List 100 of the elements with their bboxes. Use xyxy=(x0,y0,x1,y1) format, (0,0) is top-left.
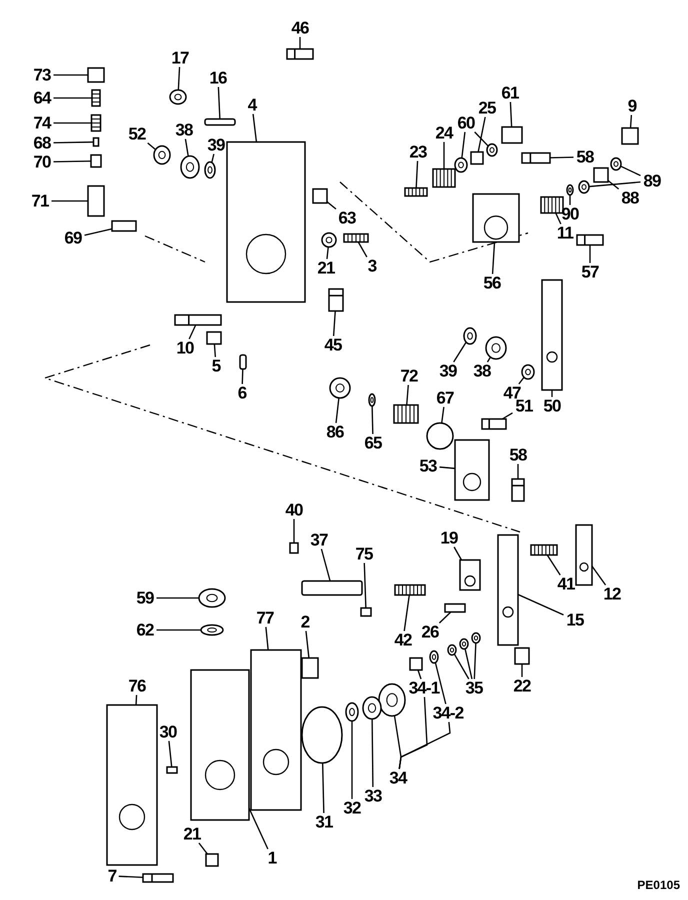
washer-ring xyxy=(204,161,216,179)
block-part xyxy=(90,154,102,168)
plate-part xyxy=(497,534,519,646)
callout-number: 58 xyxy=(509,446,527,464)
leader-line xyxy=(588,181,641,188)
spring-coil xyxy=(343,233,369,243)
callout-number: 34-1 xyxy=(408,680,440,696)
leader-line xyxy=(320,548,331,582)
drawing-code: PE0105 xyxy=(637,877,680,894)
block-part xyxy=(111,220,137,232)
callout-number: 2 xyxy=(300,614,310,630)
leader-line xyxy=(474,132,489,147)
pin-part xyxy=(204,118,236,126)
leader-line xyxy=(53,160,92,162)
leader-line xyxy=(364,562,366,608)
leader-line xyxy=(156,597,199,599)
leader-line xyxy=(54,97,92,99)
callout-number: 1 xyxy=(268,850,276,866)
leader-line xyxy=(454,546,462,560)
leader-line xyxy=(404,594,410,632)
leader-line xyxy=(322,762,324,814)
callout-number: 10 xyxy=(176,340,194,356)
washer-ring xyxy=(345,702,359,722)
leader-line xyxy=(265,626,269,650)
callout-number: 15 xyxy=(566,612,584,628)
leader-line xyxy=(248,808,268,850)
callout-number: 90 xyxy=(561,206,579,222)
leader-line xyxy=(398,722,451,770)
leader-line xyxy=(211,154,214,163)
callout-number: 30 xyxy=(159,724,177,740)
callout-number: 89 xyxy=(643,172,661,190)
spring-coil xyxy=(432,168,456,188)
leader-line xyxy=(517,464,519,479)
leader-line xyxy=(184,138,189,156)
block-part xyxy=(444,603,466,613)
spring-coil xyxy=(393,404,419,424)
washer-ring xyxy=(463,327,477,345)
callout-number: 39 xyxy=(439,362,457,380)
bolt-part xyxy=(576,234,604,246)
leader-line xyxy=(242,368,244,384)
callout-number: 12 xyxy=(603,586,621,602)
callout-number: 21 xyxy=(183,826,201,842)
block-part xyxy=(360,607,372,617)
leader-line xyxy=(305,630,310,658)
block-part xyxy=(409,657,423,671)
bolt-part xyxy=(521,152,551,164)
leader-line xyxy=(502,412,513,420)
spring-coil xyxy=(394,584,426,596)
leader-line xyxy=(453,342,467,362)
leader-line xyxy=(441,406,444,424)
callout-number: 56 xyxy=(483,274,501,292)
plate-part xyxy=(472,193,520,243)
leader-line xyxy=(464,648,473,680)
leader-line xyxy=(406,384,409,406)
leader-line xyxy=(486,356,491,362)
leader-line xyxy=(118,876,144,878)
leader-line xyxy=(299,37,301,49)
plate-part xyxy=(250,649,302,811)
callout-number: 17 xyxy=(171,50,189,66)
leader-line xyxy=(147,142,156,150)
callout-number: 72 xyxy=(400,368,418,384)
block-part xyxy=(312,188,328,204)
washer-ring xyxy=(454,157,468,173)
pin-part xyxy=(301,580,363,596)
leader-line xyxy=(510,102,512,128)
leader-line xyxy=(439,466,456,470)
leader-line xyxy=(454,654,470,680)
callout-number: 60 xyxy=(457,114,475,132)
washer-ring xyxy=(578,180,590,194)
plate-part xyxy=(459,559,481,591)
washer-ring xyxy=(459,638,469,650)
callout-number: 34 xyxy=(389,770,407,786)
leader-line xyxy=(551,390,553,397)
callout-number: 19 xyxy=(440,530,458,546)
plate-part xyxy=(106,704,158,866)
callout-number: 61 xyxy=(501,84,519,102)
leader-line xyxy=(326,246,329,260)
block-part xyxy=(166,766,178,774)
leader-line xyxy=(630,114,632,128)
callout-number: 35 xyxy=(465,680,483,696)
block-part xyxy=(501,126,523,144)
leader-line xyxy=(351,721,353,799)
washer-ring xyxy=(329,377,351,399)
callout-number: 88 xyxy=(621,190,639,206)
callout-number: 25 xyxy=(478,100,496,116)
callout-number: 75 xyxy=(355,546,373,562)
collar-part xyxy=(426,422,454,450)
washer-ring xyxy=(198,588,226,608)
bolt-part xyxy=(142,873,174,883)
washer-ring xyxy=(610,157,622,171)
leader-line xyxy=(135,694,138,706)
callout-number: 32 xyxy=(343,800,361,816)
bolt-part xyxy=(328,288,344,312)
leader-line xyxy=(252,114,258,142)
callout-number: 52 xyxy=(128,126,146,142)
leader-line xyxy=(54,74,88,76)
leader-line xyxy=(54,122,92,124)
washer-ring xyxy=(362,696,382,720)
leader-line xyxy=(518,376,525,384)
callout-number: 37 xyxy=(310,532,328,548)
